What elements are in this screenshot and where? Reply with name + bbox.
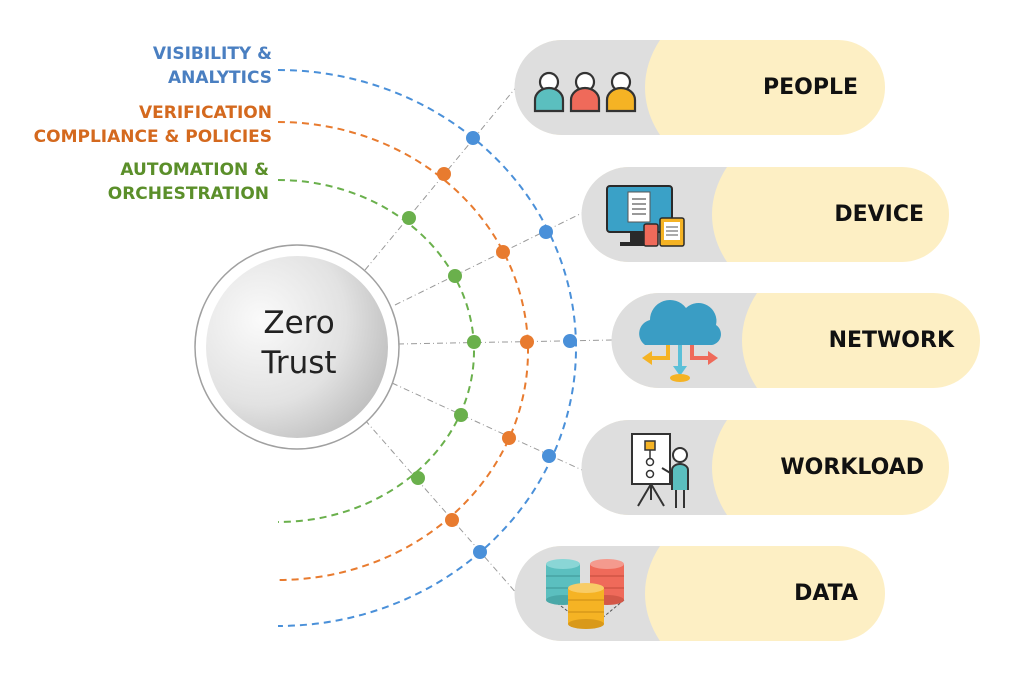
dot-visibility-workload [542, 449, 556, 463]
person-teal-icon [533, 71, 565, 113]
pillar-label-workload: WORKLOAD [780, 455, 924, 480]
center-label: Zero Trust [207, 303, 391, 383]
legend-visibility-line2: ANALYTICS [168, 68, 272, 88]
dot-automation-network [467, 335, 481, 349]
dot-verification-workload [502, 431, 516, 445]
dots-visibility [466, 131, 577, 559]
cloud-network-icon [639, 300, 721, 382]
dot-verification-data [445, 513, 459, 527]
spoke-network [397, 339, 613, 345]
pillar-label-data: DATA [794, 581, 858, 606]
pillar-label-people: PEOPLE [762, 75, 858, 100]
person-yellow-icon [605, 71, 637, 113]
pillar-label-network: NETWORK [828, 328, 954, 353]
arc-verification [277, 121, 529, 581]
person-red-icon [569, 71, 601, 113]
dot-visibility-people [466, 131, 480, 145]
legend-verification-line2: COMPLIANCE & POLICIES [33, 127, 272, 147]
legend-verification-line1: VERIFICATION [138, 103, 272, 123]
center-label-line2: Trust [261, 345, 337, 381]
dots-automation [402, 211, 481, 485]
pillar-label-device: DEVICE [834, 202, 924, 227]
workload-presenter-icon [631, 433, 689, 508]
dot-automation-data [411, 471, 425, 485]
center-label-line1: Zero [263, 305, 335, 341]
center-circle [194, 244, 400, 450]
dot-visibility-network [563, 334, 577, 348]
legend-verification: VERIFICATION COMPLIANCE & POLICIES [34, 101, 272, 149]
dot-automation-workload [454, 408, 468, 422]
dot-verification-device [496, 245, 510, 259]
legend-visibility: VISIBILITY & ANALYTICS [153, 42, 272, 90]
legend-automation: AUTOMATION & ORCHESTRATION [108, 158, 269, 206]
legend-automation-line1: AUTOMATION & [120, 160, 269, 180]
db-yellow-icon [568, 583, 604, 629]
people-icon [533, 71, 637, 113]
arc-automation [277, 179, 475, 523]
dot-automation-people [402, 211, 416, 225]
dot-automation-device [448, 269, 462, 283]
dots-verification [437, 167, 534, 527]
dot-verification-people [437, 167, 451, 181]
database-icon [546, 559, 625, 629]
device-icon [606, 185, 685, 247]
legend-automation-line2: ORCHESTRATION [107, 184, 269, 204]
arc-visibility [277, 69, 577, 627]
dot-visibility-device [539, 225, 553, 239]
dot-visibility-data [473, 545, 487, 559]
legend-visibility-line1: VISIBILITY & [152, 44, 272, 64]
dot-verification-network [520, 335, 534, 349]
